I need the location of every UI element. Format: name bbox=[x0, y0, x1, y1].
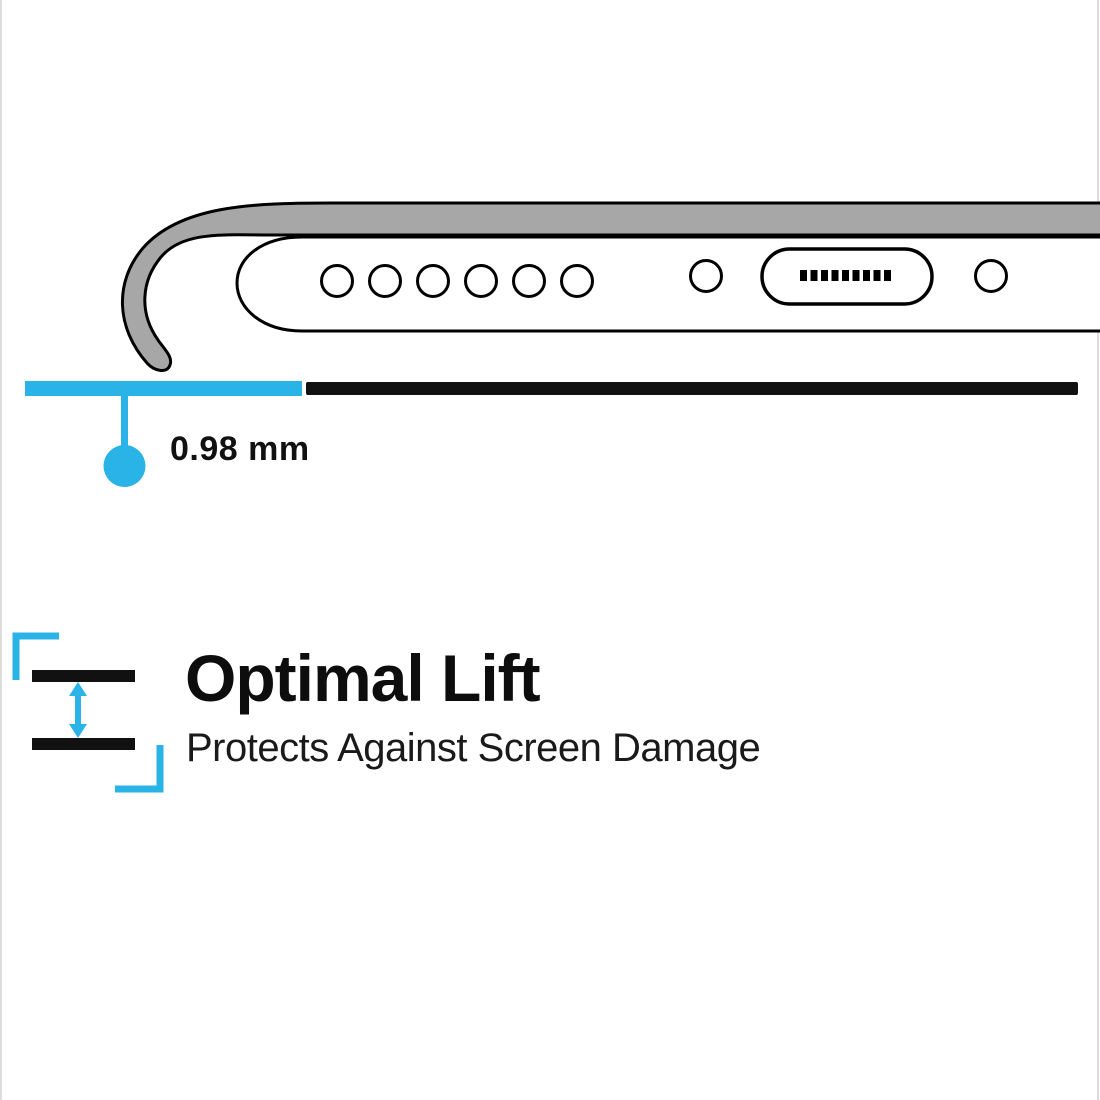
image-border-right bbox=[1097, 0, 1099, 1100]
case-shell bbox=[121, 201, 1100, 372]
charging-port-icon bbox=[760, 247, 934, 306]
measurement-dot bbox=[103, 445, 146, 487]
speaker-hole bbox=[368, 264, 402, 298]
bracket-top-left bbox=[12, 632, 59, 680]
screen-bar-top bbox=[32, 670, 135, 682]
measurement-label: 0.98 mm bbox=[170, 430, 310, 468]
speaker-hole bbox=[464, 264, 498, 298]
speaker-hole bbox=[320, 264, 354, 298]
feature-subtitle: Protects Against Screen Damage bbox=[186, 726, 761, 770]
surface-line-accent bbox=[25, 381, 302, 396]
mic-hole bbox=[689, 259, 723, 293]
double-arrow-icon bbox=[69, 682, 87, 738]
measurement-connector bbox=[121, 396, 128, 450]
surface-line-black bbox=[306, 382, 1078, 395]
screen-bar-bottom bbox=[32, 738, 135, 750]
phone-body bbox=[235, 235, 1100, 333]
feature-title: Optimal Lift bbox=[185, 641, 541, 715]
speaker-hole bbox=[512, 264, 546, 298]
speaker-hole bbox=[416, 264, 450, 298]
image-border-left bbox=[0, 0, 2, 1100]
speaker-hole bbox=[560, 264, 594, 298]
phone-case-illustration bbox=[25, 201, 1100, 487]
bracket-bottom-right bbox=[115, 745, 164, 793]
lift-gap-icon bbox=[12, 632, 164, 793]
port-pins bbox=[800, 270, 891, 281]
mic-hole bbox=[974, 259, 1008, 293]
